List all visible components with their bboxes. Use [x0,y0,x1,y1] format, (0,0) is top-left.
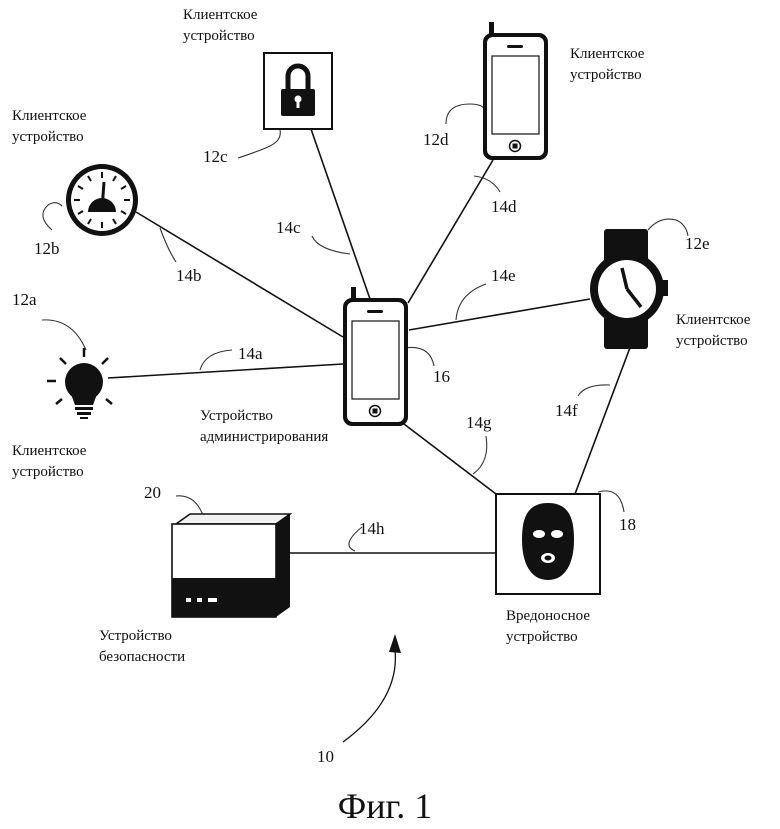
ref-18: 18 [619,515,636,534]
leader-16 [404,347,434,366]
link-label-14g: 14g [466,413,492,432]
label-admin-line1: Устройство [200,408,273,424]
label-malicious-line1: Вредоносное [506,608,590,624]
gauge-icon [66,164,138,236]
link-label-14h: 14h [359,519,385,538]
label-12a-line2: устройство [12,464,84,480]
leader-14b [160,228,176,262]
ref-12e: 12e [685,234,710,253]
label-12b-line1: Клиентское [12,108,87,124]
label-12c-line2: устройство [183,28,255,44]
ref-12b: 12b [34,239,60,258]
padlock-icon [264,53,332,129]
leader-18 [598,491,624,512]
label-12c-line1: Клиентское [183,7,258,23]
link-14g-line [404,424,496,494]
link-14f-line [575,345,631,494]
label-12a-line1: Клиентское [12,443,87,459]
leader-14f [578,385,610,396]
link-14e-line [409,299,590,330]
link-label-14e: 14e [491,266,516,285]
link-14c-line [311,129,370,299]
label-12d-line1: Клиентское [570,46,645,62]
light-bulb-icon [47,348,112,419]
label-12b-line2: устройство [12,129,84,145]
ref-10: 10 [317,747,334,766]
leader-12b [43,203,62,230]
label-12e-line2: устройство [676,333,748,349]
ref-12c: 12c [203,147,228,166]
link-label-14f: 14f [555,401,578,420]
link-label-14d: 14d [491,197,517,216]
label-malicious-line2: устройство [506,629,578,645]
arrowhead-icon [389,634,401,653]
figure-caption: Фиг. 1 [338,786,432,826]
ref-12a: 12a [12,290,37,309]
leader-14e [456,284,486,320]
label-admin-line2: администрирования [200,429,328,445]
leader-14g [473,436,487,474]
link-label-14c: 14c [276,218,301,237]
label-12e-line1: Клиентское [676,312,751,328]
security-box-icon [172,514,290,617]
balaclava-mask-icon [496,494,600,594]
label-security-line1: Устройство [99,628,172,644]
label-security-line2: безопасности [99,649,185,665]
admin-smartphone-icon [343,287,408,426]
ref-16: 16 [433,367,450,386]
leader-12e [648,219,688,236]
leader-12c [238,130,280,158]
link-14a-line [108,364,343,378]
label-12d-line2: устройство [570,67,642,83]
ref-20: 20 [144,483,161,502]
leader-12a [42,320,86,350]
ref-12d: 12d [423,130,449,149]
leader-14a [200,350,232,370]
link-label-14b: 14b [176,266,202,285]
system-pointer-line [343,650,395,742]
link-14b-line [136,212,343,337]
link-label-14a: 14a [238,344,263,363]
link-14d-line [408,160,493,303]
leader-12d [446,104,484,124]
smartphone-icon [483,22,548,160]
leader-14c [312,236,350,254]
wristwatch-icon [590,229,668,349]
